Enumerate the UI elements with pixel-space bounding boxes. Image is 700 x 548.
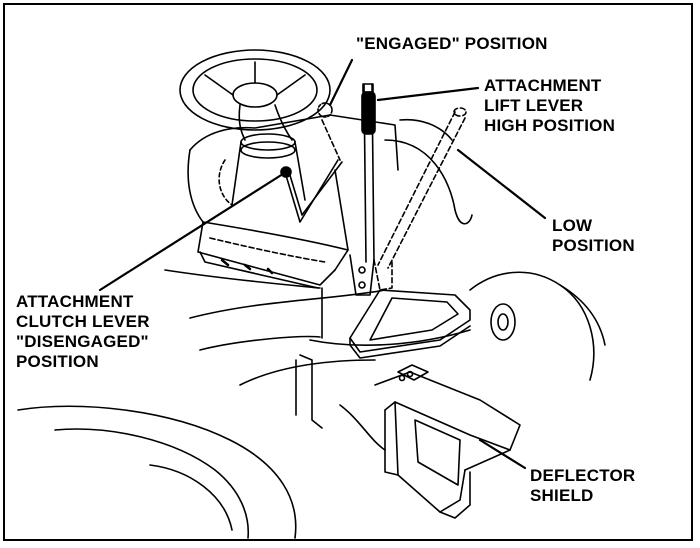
front-wheel	[469, 271, 606, 381]
leader-lines	[98, 58, 547, 470]
leader-low-position	[456, 148, 547, 220]
rear-wheel	[17, 405, 297, 539]
footrest	[295, 289, 471, 429]
diagram-frame	[3, 3, 693, 541]
label-lift-lever-high: ATTACHMENT LIFT LEVER HIGH POSITION	[484, 76, 616, 135]
label-clutch-lever: ATTACHMENT CLUTCH LEVER "DISENGAGED" POS…	[16, 292, 150, 371]
clutch-lever	[280, 102, 343, 223]
dash-console	[187, 114, 399, 289]
lift-lever-low	[373, 107, 467, 291]
leader-clutch	[98, 170, 288, 292]
deflector-shield	[339, 364, 521, 519]
label-low-position: LOW POSITION	[552, 216, 635, 255]
leader-engaged	[328, 58, 354, 107]
leader-deflector	[478, 438, 527, 470]
label-deflector-shield: DEFLECTOR SHIELD	[530, 466, 636, 505]
tractor-body	[164, 118, 473, 386]
label-engaged-position: "ENGAGED" POSITION	[356, 34, 548, 53]
lift-lever-high	[349, 83, 376, 296]
leader-lift-lever	[376, 86, 480, 102]
steering-wheel	[179, 49, 331, 206]
